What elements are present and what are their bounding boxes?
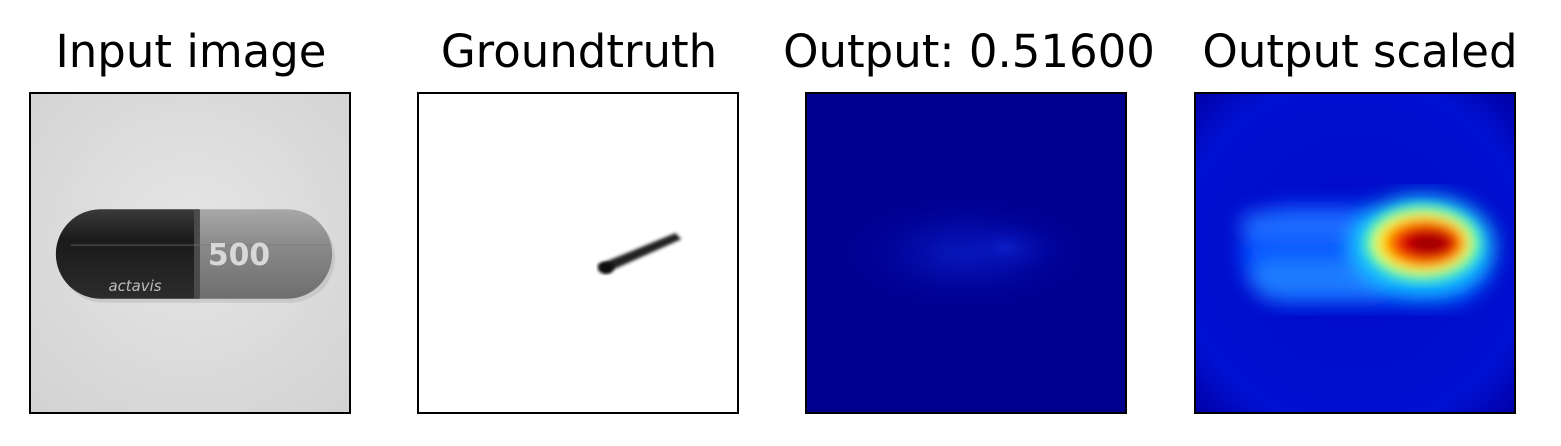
capsule-light-half	[197, 209, 333, 299]
capsule-dose-text: 500	[208, 238, 270, 273]
groundtruth-title: Groundtruth	[440, 25, 718, 78]
capsule-photo: 500 actavis	[31, 94, 349, 412]
groundtruth-mask	[419, 94, 737, 412]
capsule-logo-text: actavis	[109, 277, 162, 295]
output-title: Output: 0.51600	[783, 25, 1155, 78]
capsule-dark-half	[55, 209, 198, 299]
output-scaled-heatmap	[1196, 94, 1514, 412]
defect-mark	[597, 233, 682, 273]
output-scaled-frame	[1194, 92, 1516, 414]
groundtruth-frame	[417, 92, 739, 414]
input-image-title: Input image	[55, 25, 327, 78]
output-heatmap	[807, 94, 1125, 412]
input-image-frame: 500 actavis	[29, 92, 351, 414]
output-frame	[805, 92, 1127, 414]
output-scaled-title: Output scaled	[1202, 25, 1518, 78]
